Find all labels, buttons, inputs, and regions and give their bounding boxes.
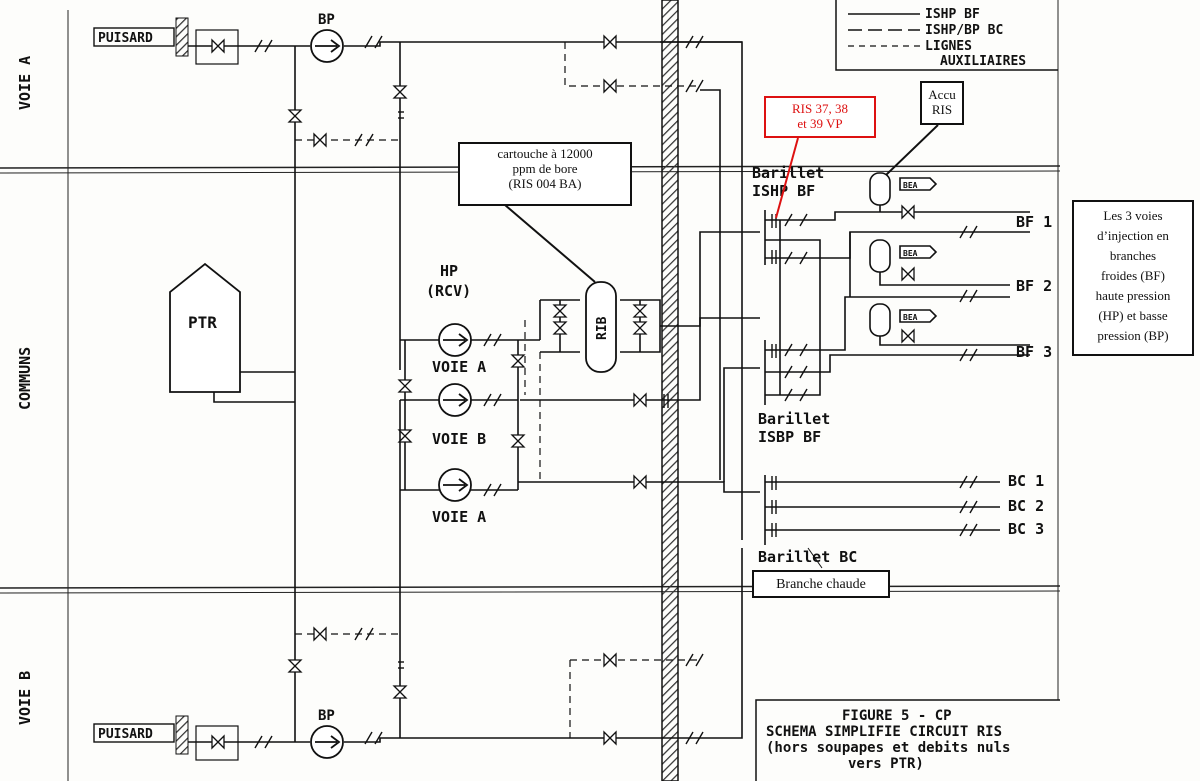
pump-bp-b [310, 725, 344, 759]
pump-voie-a [438, 468, 472, 502]
voies-line-4: froides (BF) [1101, 268, 1165, 283]
barillet-isbp-label-1: Barillet [758, 410, 830, 428]
leader-lines [504, 124, 939, 569]
legend-ishp-bp-bc: ISHP/BP BC [925, 23, 1003, 38]
orifice-marks [398, 111, 777, 669]
bc1-label: BC 1 [1008, 472, 1044, 490]
legend-auxiliaires: AUXILIAIRES [940, 54, 1026, 69]
pumps [310, 29, 472, 759]
branche-chaude-annotation: Branche chaude [752, 570, 890, 598]
puisard-label-b: PUISARD [98, 727, 153, 742]
section-communs: COMMUNS [16, 347, 34, 410]
bp-label-a: BP [318, 12, 335, 28]
ris-vp-line-2: et 39 VP [797, 116, 843, 131]
hp-label: HP [440, 262, 458, 280]
cartouche-annotation: cartouche à 12000 ppm de bore (RIS 004 B… [458, 142, 632, 206]
valves [211, 34, 915, 750]
puisard-valve-box-b [195, 725, 239, 761]
ris-vp-annotation: RIS 37, 38 et 39 VP [764, 96, 876, 138]
accu-ris-annotation: Accu RIS [920, 81, 964, 125]
legend: ISHP BF ISHP/BP BC LIGNES AUXILIAIRES [835, 0, 1058, 71]
piping-auxiliary [295, 42, 700, 738]
voies-injection-annotation: Les 3 voies d’injection en branches froi… [1072, 200, 1194, 356]
voies-line-5: haute pression [1095, 288, 1171, 303]
pump-voie-b-label: VOIE B [432, 430, 486, 448]
accu-line-1: Accu [928, 87, 956, 102]
voies-line-6: (HP) et basse [1098, 308, 1168, 323]
section-voie-b: VOIE B [16, 671, 34, 725]
voies-line-3: branches [1109, 248, 1157, 263]
wall-puisard-b [175, 715, 189, 755]
legend-ishp-bf: ISHP BF [925, 7, 980, 22]
ptr-label: PTR [188, 313, 217, 332]
cartouche-line-1: cartouche à 12000 [497, 146, 593, 161]
bc2-label: BC 2 [1008, 497, 1044, 515]
puisard-box-a [93, 27, 175, 47]
pump-voie-b [438, 383, 472, 417]
branche-chaude-label: Branche chaude [776, 577, 866, 592]
wall-containment [661, 0, 679, 781]
bea-labels: BEA BEA BEA [903, 181, 918, 322]
cartouche-line-2: ppm de bore [512, 161, 578, 176]
puisard-box-b [93, 723, 175, 743]
rcv-label: (RCV) [426, 282, 471, 300]
ris-vp-line-1: RIS 37, 38 [792, 101, 848, 116]
accu-line-2: RIS [931, 102, 953, 117]
puisard-valve-box-a [195, 29, 239, 65]
figure-title: FIGURE 5 - CP [842, 708, 952, 724]
bf2-label: BF 2 [1016, 277, 1052, 295]
voies-line-2: d’injection en [1097, 228, 1169, 243]
bf1-label: BF 1 [1016, 213, 1052, 231]
pump-bp-a [310, 29, 344, 63]
figure-note-2: vers PTR) [848, 756, 924, 772]
ptr-tank [169, 262, 241, 393]
barillet-bc-label: Barillet BC [758, 548, 857, 566]
wall-puisard-a [175, 17, 189, 57]
check-valves [254, 35, 978, 749]
pump-voie-a-label-bottom: VOIE A [432, 508, 486, 526]
figure-note-1: (hors soupapes et debits nuls [766, 740, 1010, 756]
voies-line-7: pression (BP) [1097, 328, 1169, 343]
component-labels: PUISARD PUISARD BP BP HP (RCV) VOIE A VO… [98, 12, 1052, 742]
cartouche-line-3: (RIS 004 BA) [508, 176, 582, 191]
section-voie-a: VOIE A [16, 56, 34, 110]
bc3-label: BC 3 [1008, 520, 1044, 538]
rib-label: RIB [595, 316, 610, 340]
section-dividers [0, 0, 1061, 781]
legend-lignes: LIGNES [925, 39, 972, 54]
bea-1: BEA [903, 181, 918, 190]
voies-line-1: Les 3 voies [1103, 208, 1163, 223]
bp-label-b: BP [318, 708, 335, 724]
barillet-isbp-label-2: ISBP BF [758, 428, 821, 446]
bea-2: BEA [903, 249, 918, 258]
rib-tank [585, 281, 617, 373]
pump-hp-a [438, 323, 472, 357]
bea-3: BEA [903, 313, 918, 322]
bf3-label: BF 3 [1016, 343, 1052, 361]
accumulators [869, 172, 938, 337]
figure-title-block: FIGURE 5 - CP SCHEMA SIMPLIFIE CIRCUIT R… [755, 699, 1060, 781]
puisard-label-a: PUISARD [98, 31, 153, 46]
figure-subtitle: SCHEMA SIMPLIFIE CIRCUIT RIS [766, 724, 1002, 740]
pump-voie-a-label-top: VOIE A [432, 358, 486, 376]
